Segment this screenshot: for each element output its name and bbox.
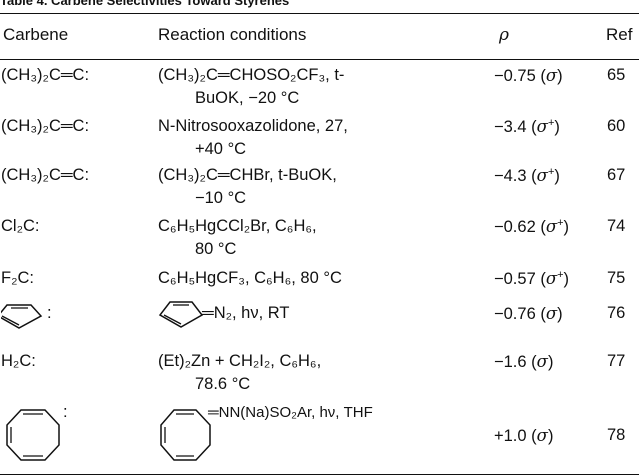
conditions-cell: (CH₃)₂C═CHOSO₂CF₃, t- BuOK, −20 °C	[158, 66, 345, 107]
table-caption: Table 4. Carbene Selectivities Toward St…	[0, 0, 290, 8]
rho-cell: −3.4 (σ+)	[494, 117, 560, 136]
carbene-cell: :	[1, 299, 58, 329]
diazocyclopentadiene-structure	[158, 301, 204, 328]
rho-cell: +1.0 (σ)	[494, 426, 554, 445]
carbene-cell: Cl₂C:	[1, 217, 40, 235]
rho-cell: −1.6 (σ)	[494, 352, 554, 371]
top-rule	[0, 13, 639, 14]
header-rho: ρ	[499, 25, 509, 45]
bottom-rule	[0, 474, 639, 475]
rho-cell: −0.62 (σ+)	[494, 217, 570, 236]
cycloheptatrienylidene-structure	[6, 409, 60, 461]
rho-cell: −0.57 (σ+)	[494, 269, 570, 288]
header-conditions: Reaction conditions	[158, 25, 307, 44]
carbene-cell: (CH₃)₂C═C:	[1, 166, 90, 184]
carbene-cell: F₂C:	[1, 269, 34, 287]
rho-cell: −4.3 (σ+)	[494, 166, 560, 185]
ref-cell: 67	[607, 166, 626, 184]
carbene-cell: H₂C:	[1, 352, 36, 370]
ref-cell: 77	[607, 352, 626, 370]
ref-cell: 75	[607, 269, 626, 287]
cyclopentadienylidene-structure	[1, 304, 43, 329]
header-carbene: Carbene	[3, 25, 69, 44]
ref-cell: 65	[607, 66, 626, 84]
conditions-cell: ═N₂, hν, RT	[158, 299, 468, 329]
carbene-cell: (CH₃)₂C═C:	[1, 66, 90, 84]
tosylhydrazone-salt-structure	[160, 409, 211, 461]
conditions-cell: ═NN(Na)SO₂Ar, hν, THF	[158, 404, 468, 465]
conditions-cell: (CH₃)₂C═CHBr, t-BuOK, −10 °C	[158, 166, 337, 207]
ref-cell: 78	[607, 426, 626, 444]
conditions-cell: C₆H₅HgCCl₂Br, C₆H₆, 80 °C	[158, 217, 317, 258]
ref-cell: 76	[607, 304, 626, 322]
carbene-cell: (CH₃)₂C═C:	[1, 117, 90, 135]
rho-cell: −0.76 (σ)	[494, 304, 563, 323]
ref-cell: 74	[607, 217, 626, 235]
table-row: : ═NN(Na)SO₂Ar, hν, THF +1.0 (σ) 78	[0, 403, 639, 467]
rho-cell: −0.75 (σ)	[494, 66, 563, 85]
carbene-cell: :	[1, 403, 76, 465]
conditions-cell: N-Nitrosooxazolidone, 27, +40 °C	[158, 117, 348, 158]
ref-cell: 60	[607, 117, 626, 135]
conditions-cell: (Et)₂Zn + CH₂I₂, C₆H₆, 78.6 °C	[158, 352, 322, 393]
header-rule	[0, 59, 639, 60]
header-ref: Ref	[606, 25, 633, 44]
conditions-cell: C₆H₅HgCF₃, C₆H₆, 80 °C	[158, 269, 342, 287]
table-row: : ═N₂, hν, RT −0.76 (σ) 76	[0, 297, 639, 331]
